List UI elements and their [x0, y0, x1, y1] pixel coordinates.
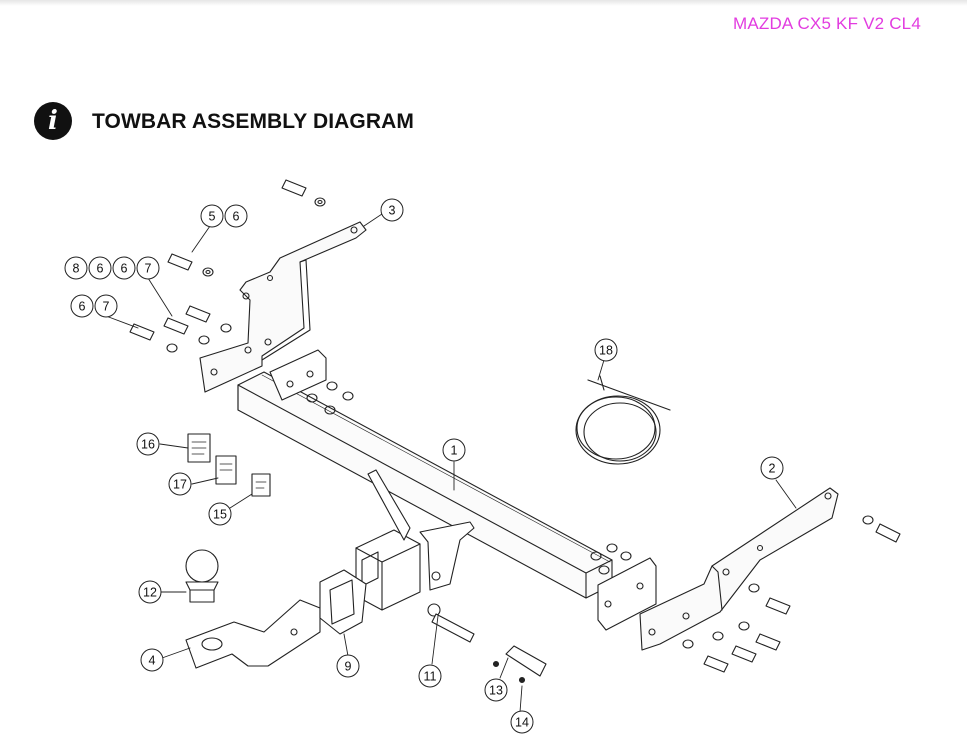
ball-mount-part-4	[185, 599, 321, 669]
callout-16: 16	[136, 432, 160, 456]
wiring-loom-part-18	[575, 375, 671, 465]
info-icon: i	[34, 102, 72, 140]
svg-text:15: 15	[213, 508, 227, 522]
svg-text:6: 6	[97, 262, 104, 276]
svg-text:11: 11	[424, 670, 437, 684]
top-edge-shadow	[0, 0, 967, 6]
crossbar-part-1	[237, 349, 657, 631]
callout-6-mid-a: 6	[88, 256, 112, 280]
svg-text:3: 3	[389, 204, 396, 218]
svg-text:8: 8	[73, 262, 80, 276]
svg-text:6: 6	[121, 262, 128, 276]
callout-9: 9	[336, 654, 360, 678]
hitch-cover-part-9	[319, 569, 367, 635]
svg-text:2: 2	[769, 462, 776, 476]
svg-text:1: 1	[451, 444, 458, 458]
svg-text:4: 4	[149, 654, 156, 668]
svg-text:6: 6	[233, 210, 240, 224]
svg-text:7: 7	[145, 262, 152, 276]
callout-2: 2	[760, 456, 784, 480]
svg-text:18: 18	[599, 344, 613, 358]
svg-text:7: 7	[103, 300, 110, 314]
svg-text:14: 14	[515, 716, 529, 730]
svg-text:6: 6	[79, 300, 86, 314]
stickers	[187, 433, 271, 497]
callout-11: 11	[418, 664, 442, 688]
bracket-right-part-2	[639, 487, 839, 651]
callout-13: 13	[484, 678, 508, 702]
callout-12: 12	[138, 580, 162, 604]
callout-18: 18	[594, 338, 618, 362]
svg-text:12: 12	[143, 586, 157, 600]
callout-5: 5	[200, 204, 224, 228]
plate-part-13	[492, 645, 547, 684]
callout-15: 15	[208, 502, 232, 526]
svg-text:16: 16	[141, 438, 155, 452]
page-title: TOWBAR ASSEMBLY DIAGRAM	[92, 110, 414, 133]
hitch-pin-part-11	[427, 603, 475, 643]
tow-ball-part-12	[185, 549, 219, 603]
svg-text:17: 17	[173, 478, 187, 492]
svg-text:9: 9	[345, 660, 352, 674]
callout-7-mid: 7	[136, 256, 160, 280]
callout-3: 3	[380, 198, 404, 222]
fasteners	[129, 179, 901, 673]
callout-4: 4	[140, 648, 164, 672]
callout-8: 8	[64, 256, 88, 280]
svg-text:13: 13	[489, 684, 503, 698]
callout-7-low: 7	[94, 294, 118, 318]
leader-lines	[105, 213, 797, 713]
document-code: MAZDA CX5 KF V2 CL4	[732, 14, 921, 33]
callout-1: 1	[442, 438, 466, 462]
callout-6-mid-b: 6	[112, 256, 136, 280]
callout-6-top: 6	[224, 204, 248, 228]
bracket-left-part-3	[199, 221, 367, 393]
callout-6-low: 6	[70, 294, 94, 318]
callout-14: 14	[510, 710, 534, 734]
svg-text:5: 5	[209, 210, 216, 224]
callout-17: 17	[168, 472, 192, 496]
callouts: 1 2 3 5 6 8 6 6 7 6 7 18 16 17 15 12 4 9…	[64, 198, 784, 734]
